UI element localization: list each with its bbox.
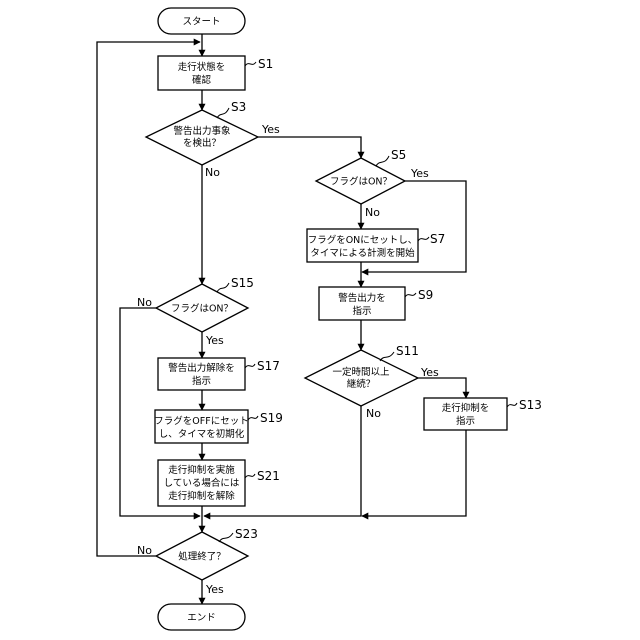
s5-yes-label: Yes xyxy=(410,167,429,180)
s21-step-label: S21 xyxy=(257,469,280,483)
node-s13: 走行抑制を 指示 S13 xyxy=(424,398,542,430)
node-start: スタート xyxy=(158,8,245,34)
s13-leader xyxy=(507,403,517,407)
s9-step-label: S9 xyxy=(418,288,433,302)
s7-leader xyxy=(418,237,429,241)
s19-line-2: し、タイマを初期化 xyxy=(159,428,245,440)
s3-line-1: 警告出力事象 xyxy=(173,125,231,137)
node-s3: 警告出力事象 を検出？ S3 xyxy=(146,100,258,165)
s11-no-label: No xyxy=(366,407,381,420)
s5-line-1: フラグはON？ xyxy=(330,176,392,188)
edge-s11-yes-to-s13 xyxy=(418,378,466,398)
s21-line-2: している場合には xyxy=(164,477,240,489)
s9-leader xyxy=(405,293,416,297)
s11-line-1: 一定時間以上 xyxy=(332,366,390,378)
s5-step-label: S5 xyxy=(391,148,406,162)
s13-line-2: 指示 xyxy=(456,415,475,427)
s23-line-1: 処理終了？ xyxy=(178,551,226,563)
s3-leader xyxy=(217,108,229,118)
end-label: エンド xyxy=(187,613,216,624)
node-s7: フラグをONにセットし、 タイマによる計測を開始 S7 xyxy=(307,229,445,262)
node-s19: フラグをOFFにセット し、タイマを初期化 S19 xyxy=(154,410,283,443)
s13-step-label: S13 xyxy=(519,398,542,412)
s21-line-3: 走行抑制を解除 xyxy=(168,490,235,502)
edge-s3-yes-to-s5 xyxy=(258,137,361,158)
s5-no-label: No xyxy=(365,206,380,219)
edge-s13-to-merge xyxy=(362,430,466,516)
s23-leader xyxy=(219,533,233,542)
s15-line-1: フラグはON？ xyxy=(171,303,233,315)
s19-line-1: フラグをOFFにセット xyxy=(154,415,248,427)
s23-yes-label: Yes xyxy=(205,583,224,596)
s7-step-label: S7 xyxy=(430,232,445,246)
start-label: スタート xyxy=(182,17,220,28)
s9-line-2: 指示 xyxy=(352,305,371,317)
s15-step-label: S15 xyxy=(231,276,254,290)
s21-line-1: 走行抑制を実施 xyxy=(168,464,235,476)
s5-leader xyxy=(376,156,389,166)
s17-step-label: S17 xyxy=(257,359,280,373)
s17-line-1: 警告出力解除を xyxy=(168,362,235,374)
edges xyxy=(97,34,466,604)
s11-line-2: 継続？ xyxy=(347,378,376,390)
s23-step-label: S23 xyxy=(235,527,258,541)
node-s23: 処理終了？ S23 xyxy=(156,527,258,580)
s11-step-label: S11 xyxy=(396,344,419,358)
node-s11: 一定時間以上 継続？ S11 xyxy=(305,344,419,406)
node-s21: 走行抑制を実施 している場合には 走行抑制を解除 S21 xyxy=(158,460,280,506)
s21-leader xyxy=(245,474,255,478)
s3-step-label: S3 xyxy=(231,100,246,114)
s1-leader xyxy=(245,62,256,66)
s1-step-label: S1 xyxy=(258,57,273,71)
node-end: エンド xyxy=(158,604,245,630)
node-s9: 警告出力を 指示 S9 xyxy=(319,287,433,320)
s15-leader xyxy=(217,283,229,292)
node-s1: 走行状態を 確認 S1 xyxy=(158,56,273,90)
node-s17: 警告出力解除を 指示 S17 xyxy=(158,358,280,390)
s15-no-label: No xyxy=(137,296,152,309)
s15-yes-label: Yes xyxy=(205,334,224,347)
s13-line-1: 走行抑制を xyxy=(442,402,490,414)
s19-leader xyxy=(248,416,258,420)
s3-no-label: No xyxy=(205,166,220,179)
s3-line-2: を検出？ xyxy=(183,137,221,149)
s17-leader xyxy=(245,364,255,368)
s9-line-1: 警告出力を xyxy=(338,292,386,304)
s1-line-1: 走行状態を xyxy=(178,61,226,73)
s7-line-2: タイマによる計測を開始 xyxy=(310,247,415,259)
s11-diamond xyxy=(305,350,418,406)
s11-yes-label: Yes xyxy=(420,366,439,379)
s3-yes-label: Yes xyxy=(261,123,280,136)
s19-step-label: S19 xyxy=(260,411,283,425)
s23-no-label: No xyxy=(137,544,152,557)
s7-line-1: フラグをONにセットし、 xyxy=(308,234,418,246)
node-s15: フラグはON？ S15 xyxy=(156,276,254,332)
s17-line-2: 指示 xyxy=(192,375,211,387)
s1-line-2: 確認 xyxy=(192,74,212,86)
